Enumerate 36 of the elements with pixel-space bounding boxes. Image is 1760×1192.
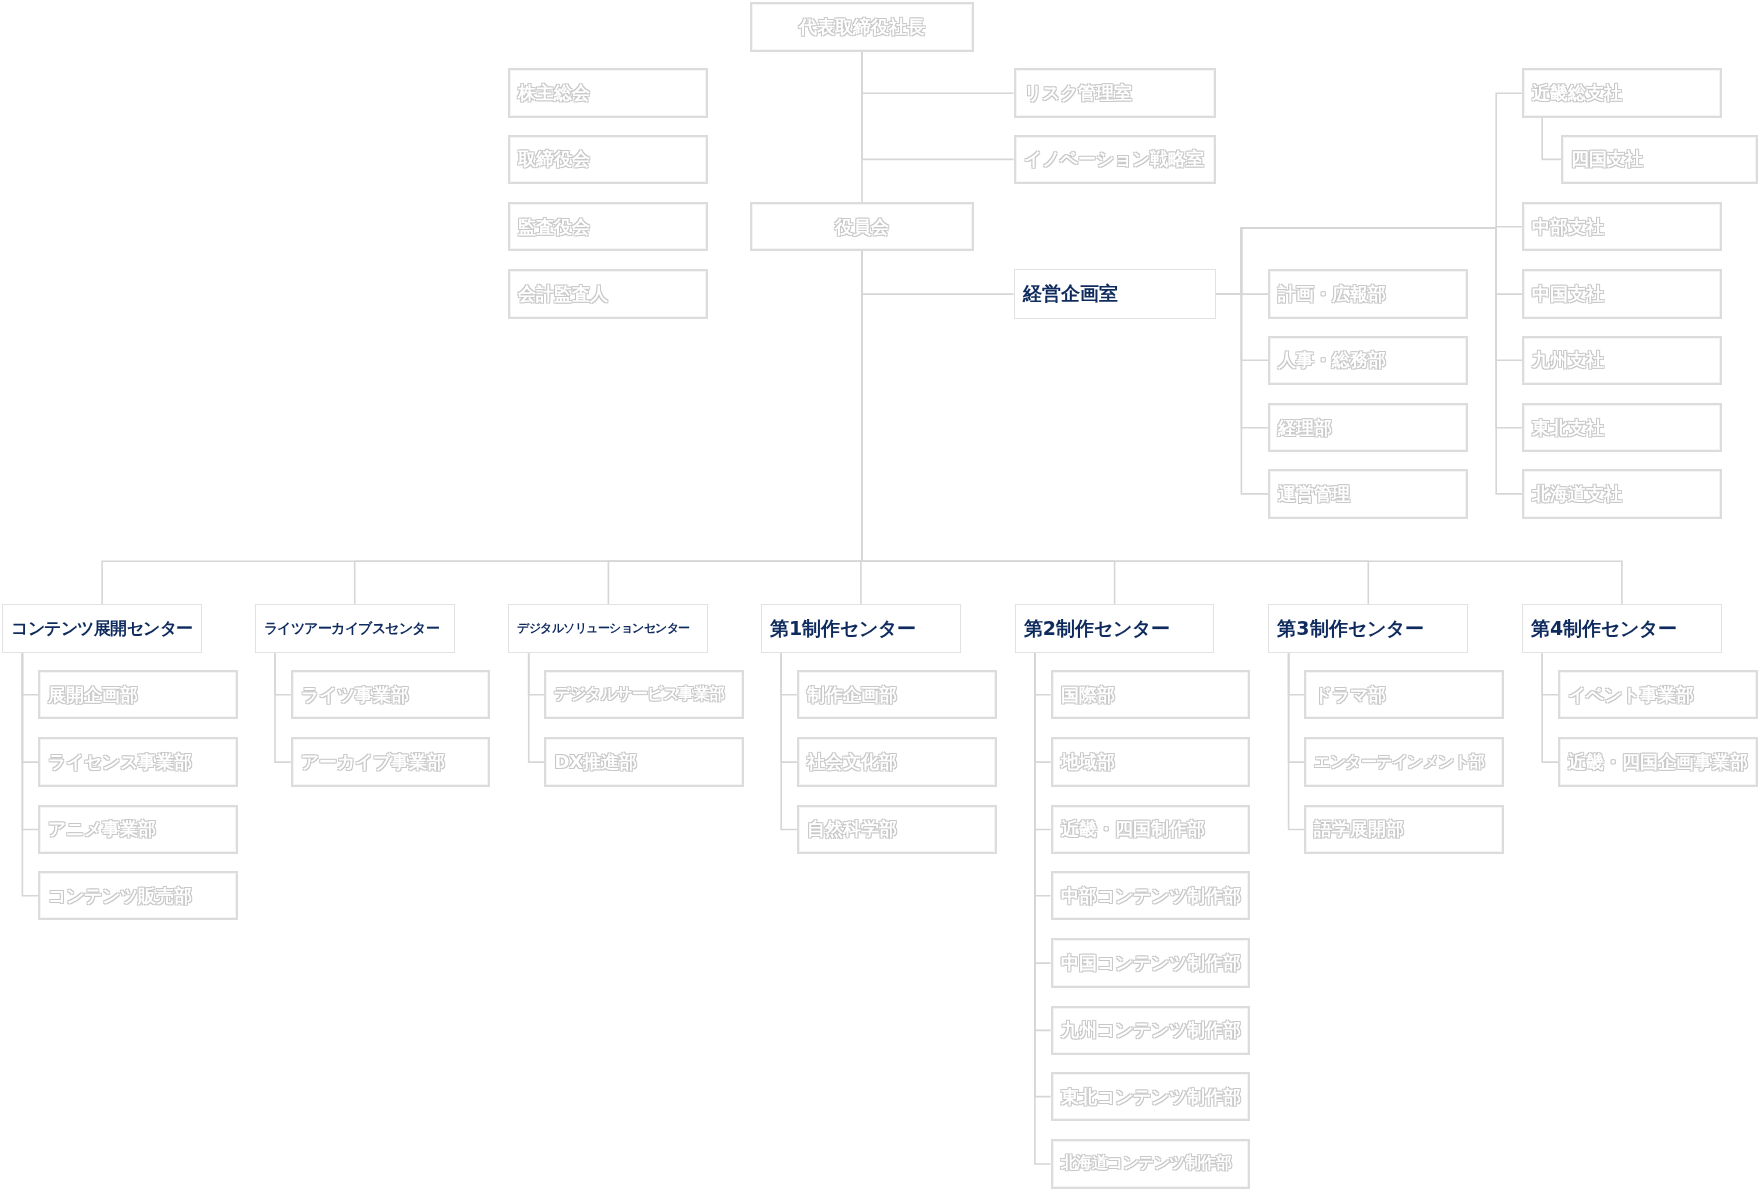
org-box: 経営企画室 [1013, 269, 1216, 319]
org-box: 取締役会 [508, 134, 709, 185]
org-box: 監査役会 [508, 202, 709, 252]
org-box: 第1制作センター [761, 603, 961, 654]
org-box: 第4制作センター [1522, 603, 1722, 654]
org-box: 制作企画部 [796, 670, 997, 720]
org-box: 第3制作センター [1268, 603, 1469, 654]
connector-line [1541, 117, 1563, 161]
org-box: 第2制作センター [1014, 603, 1215, 654]
org-box: 中部コンテンツ制作部 [1050, 871, 1251, 921]
connector-line [527, 652, 546, 763]
org-box: 展開企画部 [38, 670, 238, 720]
org-box: 地域部 [1050, 737, 1251, 787]
org-box: 国際部 [1050, 670, 1251, 720]
connector-line [21, 652, 39, 897]
org-box: デジタルソリューションセンター [508, 603, 709, 654]
org-box: 自然科学部 [796, 804, 997, 855]
org-box: 経理部 [1268, 402, 1469, 453]
org-box: 役員会 [749, 202, 975, 252]
org-box: 運営管理 [1268, 469, 1469, 519]
org-box: 語学展開部 [1304, 804, 1505, 855]
org-box: 九州支社 [1522, 335, 1722, 385]
org-box: コンテンツ展開センター [2, 603, 202, 654]
connector-line [1541, 652, 1559, 763]
org-box: DX推進部 [544, 737, 745, 787]
org-box: 四国支社 [1561, 134, 1758, 185]
connector-line [861, 50, 863, 203]
org-box: 中部支社 [1522, 202, 1722, 252]
connector-line [274, 652, 292, 763]
connector-line [780, 652, 798, 831]
org-box: ライツアーカイブスセンター [254, 603, 455, 654]
connector-line [1287, 652, 1306, 831]
org-box: 東北支社 [1522, 402, 1722, 453]
org-box: ドラマ部 [1304, 670, 1505, 720]
org-box: 代表取締役社長 [749, 2, 975, 52]
org-box: 計画・広報部 [1268, 269, 1469, 319]
